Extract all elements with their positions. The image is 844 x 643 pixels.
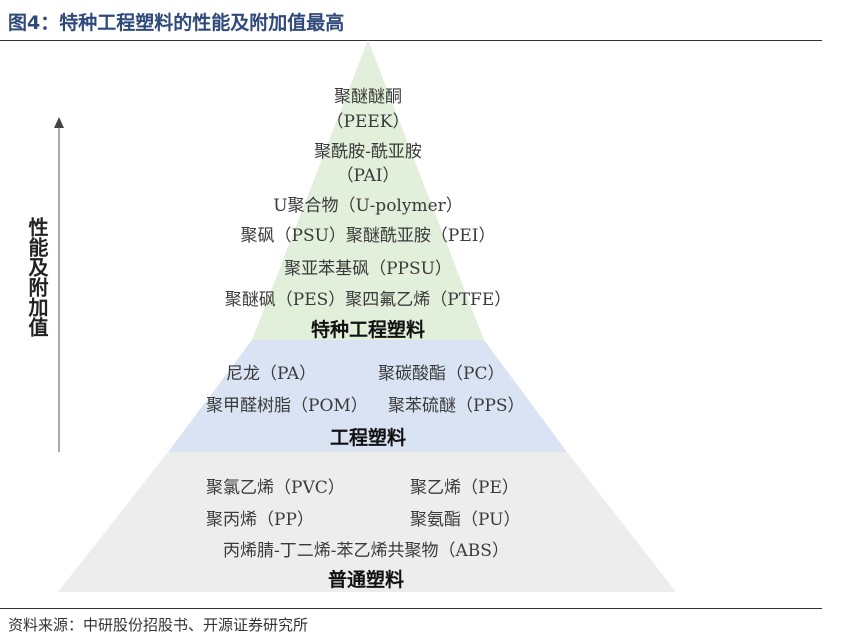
engineering-item-pc: 聚碳酸酯（PC） <box>378 364 505 384</box>
figure-title: 图4：特种工程塑料的性能及附加值最高 <box>8 12 345 34</box>
general-item-pu: 聚氨酯（PU） <box>410 510 521 530</box>
engineering-tier-band <box>168 340 567 452</box>
special-item-peek-abbr: （PEEK） <box>326 112 410 132</box>
general-item-pp: 聚丙烯（PP） <box>206 510 314 530</box>
engineering-item-pa: 尼龙（PA） <box>226 364 317 384</box>
general-item-abs: 丙烯腈-丁二烯-苯乙烯共聚物（ABS） <box>223 541 509 561</box>
special-item-pai-name: 聚酰胺-酰亚胺 <box>314 142 422 162</box>
axis-label: 性能及附加值 <box>25 217 49 337</box>
special-item-u-polymer: U聚合物（U-polymer） <box>273 196 463 216</box>
general-tier-band <box>58 452 676 592</box>
source-note: 资料来源：中研股份招股书、开源证券研究所 <box>8 616 309 634</box>
general-tier-title: 普通塑料 <box>327 569 405 591</box>
axis-arrow-head <box>54 117 64 128</box>
bottom-rule <box>0 608 822 609</box>
engineering-item-pps: 聚苯硫醚（PPS） <box>388 396 525 416</box>
engineering-tier-title: 工程塑料 <box>329 427 407 449</box>
top-rule <box>0 40 822 41</box>
special-tier-title: 特种工程塑料 <box>310 319 426 341</box>
special-tier-band <box>252 40 484 340</box>
special-item-pes-ptfe: 聚醚砜（PES）聚四氟乙烯（PTFE） <box>224 290 512 310</box>
special-item-psu-pei: 聚砜（PSU）聚醚酰亚胺（PEI） <box>240 226 496 246</box>
special-item-peek-name: 聚醚醚酮 <box>334 87 402 107</box>
special-item-ppsu: 聚亚苯基砜（PPSU） <box>284 259 452 279</box>
general-item-pvc: 聚氯乙烯（PVC） <box>206 478 345 498</box>
special-item-pai-abbr: （PAI） <box>336 166 400 186</box>
general-item-pe: 聚乙烯（PE） <box>410 478 519 498</box>
engineering-item-pom: 聚甲醛树脂（POM） <box>206 396 368 416</box>
